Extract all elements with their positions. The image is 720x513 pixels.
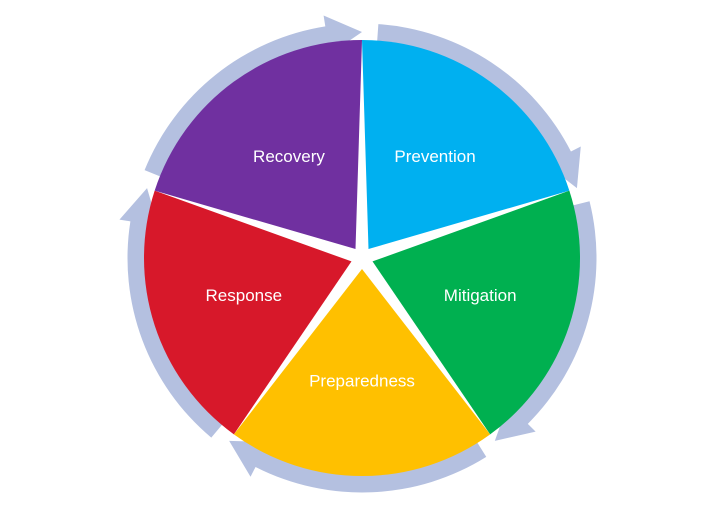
label-prevention: Prevention [394,147,475,166]
segment-prevention [362,40,570,250]
cycle-arrow-preparedness [229,440,487,493]
segment-recovery [154,40,362,250]
cycle-segments [143,40,580,476]
label-recovery: Recovery [253,147,325,166]
cycle-arrow-response [119,188,223,438]
segment-mitigation [372,190,580,435]
label-mitigation: Mitigation [444,286,517,305]
segment-preparedness [233,269,491,476]
label-response: Response [206,286,283,305]
cycle-arrow-recovery [144,15,362,177]
label-preparedness: Preparedness [309,372,415,391]
segment-response [143,190,352,435]
